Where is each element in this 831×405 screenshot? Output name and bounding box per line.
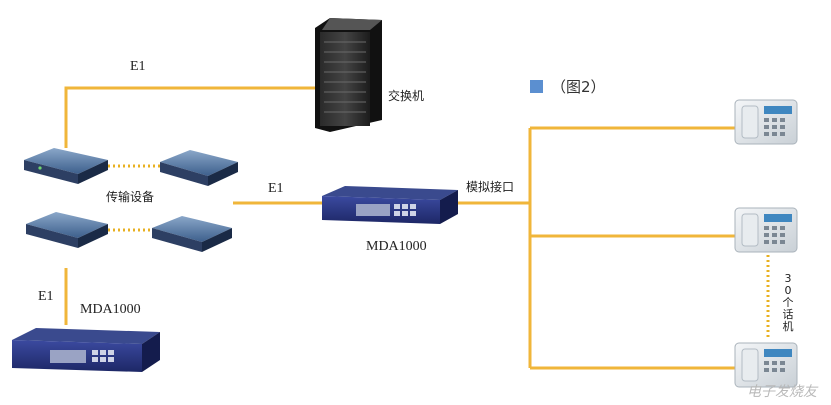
connection-lines: [64, 86, 735, 370]
transmission-device-3-icon: [26, 212, 108, 248]
phone-2-icon: [734, 207, 798, 253]
legend-label: （图2）: [551, 78, 606, 96]
transmission-device-2-icon: [160, 150, 238, 186]
watermark-logo: 电子发烧友: [747, 383, 817, 399]
mda1000-center-icon: [322, 186, 458, 224]
label-e1-mid: E1: [268, 181, 284, 196]
label-mda-center: MDA1000: [366, 239, 427, 254]
figure-legend: （图2）: [530, 76, 606, 97]
exchange-server-icon: [315, 18, 382, 132]
label-transmission: 传输设备: [106, 190, 155, 204]
label-phones-count: 30个话机: [782, 272, 794, 333]
phone-1-icon: [734, 99, 798, 145]
mda1000-bottom-icon: [12, 328, 160, 372]
label-mda-bottom: MDA1000: [80, 302, 141, 317]
dotted-links: [108, 164, 770, 340]
transmission-device-4-icon: [152, 216, 232, 252]
transmission-device-1-icon: [24, 148, 108, 184]
legend-swatch: [530, 80, 543, 93]
label-analog-interface: 模拟接口: [466, 180, 515, 194]
e1-link-top: [64, 86, 315, 148]
label-e1-bottom: E1: [38, 289, 54, 304]
label-e1-top: E1: [130, 59, 146, 74]
phone-3-icon: [734, 342, 798, 388]
label-exchange: 交换机: [388, 89, 425, 103]
